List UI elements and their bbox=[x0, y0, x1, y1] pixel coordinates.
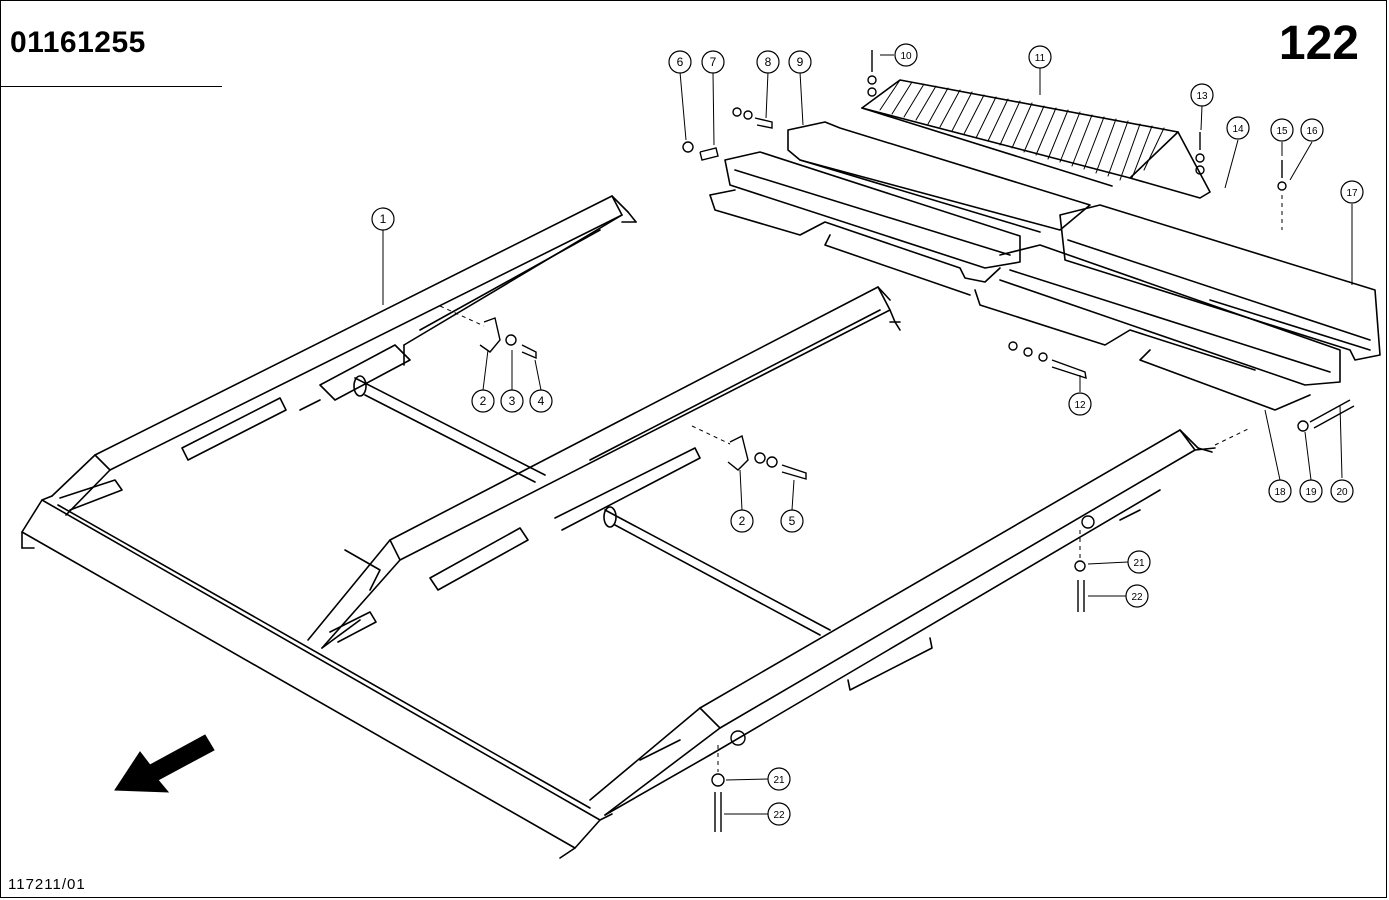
callout-label: 20 bbox=[1336, 487, 1348, 498]
front-cross-beam bbox=[21, 495, 613, 859]
callout-11: 11 bbox=[1028, 45, 1052, 69]
callout-21: 21 bbox=[767, 767, 791, 791]
callout-8: 8 bbox=[756, 50, 780, 74]
left-side-rail bbox=[51, 195, 637, 516]
callout-22: 22 bbox=[767, 802, 791, 826]
callout-16: 16 bbox=[1300, 118, 1324, 142]
callout-label: 4 bbox=[538, 394, 545, 408]
callout-label: 1 bbox=[380, 212, 387, 226]
callout-label: 6 bbox=[677, 55, 684, 69]
callout-label: 2 bbox=[739, 514, 746, 528]
grate-panel bbox=[861, 79, 1211, 199]
callout-19: 19 bbox=[1299, 479, 1323, 503]
callout-label: 17 bbox=[1346, 188, 1358, 199]
callout-label: 22 bbox=[773, 810, 785, 821]
callout-label: 10 bbox=[900, 51, 912, 62]
callout-label: 22 bbox=[1131, 592, 1143, 603]
callout-10: 10 bbox=[894, 43, 918, 67]
callout-label: 14 bbox=[1232, 124, 1244, 135]
callout-label: 7 bbox=[710, 55, 717, 69]
callout-2: 2 bbox=[471, 389, 495, 413]
callout-1: 1 bbox=[371, 207, 395, 231]
callout-3: 3 bbox=[500, 389, 524, 413]
callout-label: 11 bbox=[1035, 53, 1046, 64]
callout-label: 12 bbox=[1074, 400, 1086, 411]
callout-2: 2 bbox=[730, 509, 754, 533]
callout-label: 15 bbox=[1276, 126, 1288, 137]
callout-5: 5 bbox=[780, 509, 804, 533]
support-plate-left bbox=[787, 121, 1091, 233]
assembly-lines bbox=[439, 195, 1283, 772]
callout-label: 21 bbox=[773, 775, 785, 786]
callout-label: 21 bbox=[1133, 558, 1145, 569]
cross-tubes bbox=[353, 375, 831, 636]
angle-rails bbox=[724, 151, 1341, 386]
grate-fins bbox=[879, 79, 1165, 181]
callout-label: 18 bbox=[1274, 487, 1286, 498]
callout-label: 19 bbox=[1305, 487, 1317, 498]
callout-22: 22 bbox=[1125, 584, 1149, 608]
callout-4: 4 bbox=[529, 389, 553, 413]
callout-17: 17 bbox=[1340, 180, 1364, 204]
callout-label: 16 bbox=[1306, 126, 1318, 137]
leader-lines bbox=[382, 54, 1353, 815]
part-number: 01161255 bbox=[10, 26, 146, 59]
callout-9: 9 bbox=[788, 50, 812, 74]
callout-label: 8 bbox=[765, 55, 772, 69]
callout-14: 14 bbox=[1226, 116, 1250, 140]
deflector-sheets bbox=[709, 189, 1311, 411]
hardware bbox=[479, 50, 1355, 832]
callout-20: 20 bbox=[1330, 479, 1354, 503]
callout-15: 15 bbox=[1270, 118, 1294, 142]
rear-shaft-stubs bbox=[621, 221, 1216, 451]
callout-6: 6 bbox=[668, 50, 692, 74]
callout-label: 5 bbox=[789, 514, 796, 528]
direction-arrow-icon bbox=[114, 734, 215, 793]
callout-7: 7 bbox=[701, 50, 725, 74]
callout-label: 9 bbox=[797, 55, 804, 69]
callout-12: 12 bbox=[1068, 392, 1092, 416]
middle-rail bbox=[307, 286, 901, 649]
callout-label: 2 bbox=[480, 394, 487, 408]
callout-13: 13 bbox=[1190, 83, 1214, 107]
callout-label: 3 bbox=[509, 394, 516, 408]
callout-21: 21 bbox=[1127, 550, 1151, 574]
callout-18: 18 bbox=[1268, 479, 1292, 503]
callout-label: 13 bbox=[1196, 91, 1208, 102]
right-side-rail bbox=[589, 429, 1213, 816]
support-plate-right bbox=[1059, 204, 1381, 361]
title-underline bbox=[0, 86, 222, 87]
drawing-reference: 117211/01 bbox=[8, 876, 86, 893]
page-number: 122 bbox=[1278, 17, 1359, 70]
